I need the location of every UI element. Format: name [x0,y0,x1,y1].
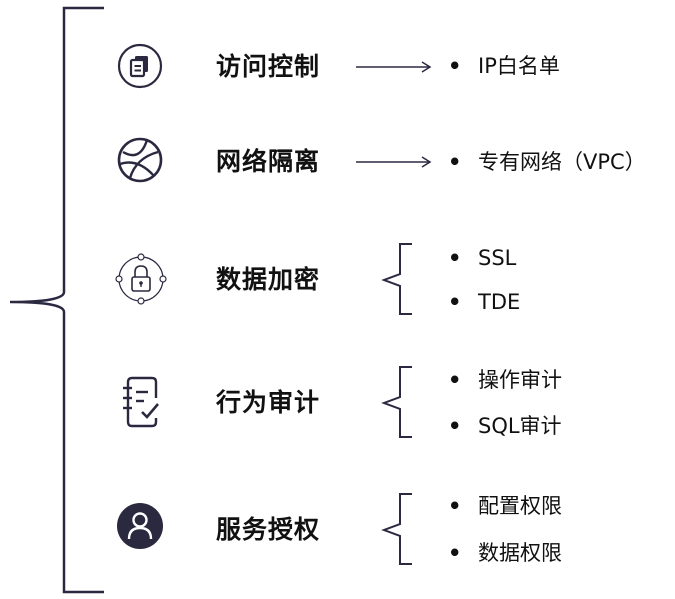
padlock-icon [115,253,167,305]
list-item-ssl: •SSL [448,246,517,270]
list-item-vpc: •专有网络（VPC） [448,150,646,174]
list-item-tde: •TDE [448,290,521,314]
category-label-isolation: 网络隔离 [216,147,321,176]
category-label-audit: 行为审计 [216,388,321,417]
list-item-operation-audit: •操作审计 [448,368,562,392]
list-item-data-permission: •数据权限 [448,541,562,565]
list-item-sql-audit: •SQL审计 [448,414,562,438]
list-item-config-permission: •配置权限 [448,494,562,518]
brace-auth [381,493,412,565]
globe-icon [117,137,163,183]
category-label-access: 访问控制 [216,52,321,81]
category-label-auth: 服务授权 [216,515,321,544]
main-brace [9,6,104,594]
category-label-encryption: 数据加密 [216,265,321,294]
brace-audit [381,366,412,438]
audit-checklist-icon [123,376,159,428]
access-control-icon [117,43,163,89]
list-item-ip-whitelist: •IP白名单 [448,54,560,78]
user-avatar-icon [117,503,163,549]
brace-encryption [381,243,412,315]
